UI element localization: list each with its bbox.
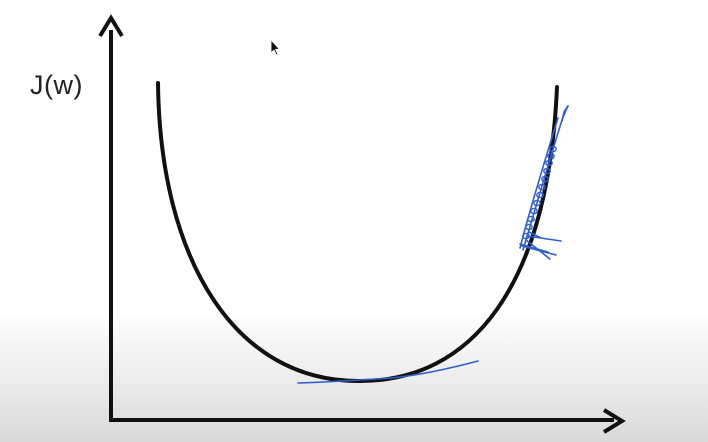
gradient-steps-annotation (519, 105, 569, 260)
y-axis-arrowhead (98, 14, 124, 38)
gradient-step-loops (522, 145, 557, 240)
x-axis-arrowhead (602, 408, 626, 434)
y-axis-label: J(w) (30, 70, 83, 100)
cost-curve (156, 81, 559, 384)
mouse-pointer-icon (270, 39, 280, 56)
tangent-line-annotation (297, 360, 479, 384)
